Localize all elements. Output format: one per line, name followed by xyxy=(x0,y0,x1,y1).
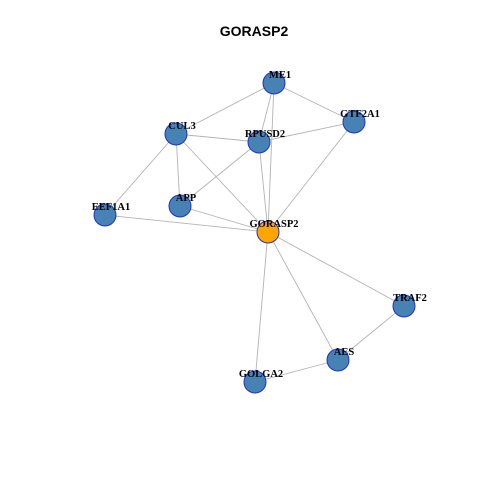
node-label-traf2: TRAF2 xyxy=(393,293,427,304)
edge-me1-cul3 xyxy=(175,82,275,135)
node-golga2 xyxy=(243,370,267,394)
node-label-gorasp2: GORASP2 xyxy=(249,219,298,230)
node-traf2 xyxy=(392,294,416,318)
edge-cul3-rpusd2 xyxy=(175,133,260,143)
edge-gorasp2-golga2 xyxy=(254,231,269,383)
node-label-cul3: CUL3 xyxy=(168,121,195,132)
node-label-golga2: GOLGA2 xyxy=(239,369,283,380)
node-aes xyxy=(326,348,350,372)
edge-gorasp2-aes xyxy=(267,231,339,361)
edge-cul3-app xyxy=(175,133,181,207)
edge-layer xyxy=(104,82,405,383)
diagram-title: GORASP2 xyxy=(220,23,289,39)
edge-eef1a1-gorasp2 xyxy=(104,214,269,233)
edge-rpusd2-gtf2a1 xyxy=(258,121,355,143)
node-layer xyxy=(93,71,416,394)
edge-gtf2a1-gorasp2 xyxy=(267,121,355,233)
node-label-eef1a1: EEF1A1 xyxy=(92,202,131,213)
edge-app-gorasp2 xyxy=(179,205,269,233)
node-label-gtf2a1: GTF2A1 xyxy=(340,109,380,120)
node-label-app: APP xyxy=(176,193,197,204)
edge-me1-gorasp2 xyxy=(267,82,275,233)
edge-traf2-aes xyxy=(337,305,405,361)
node-gorasp2 xyxy=(256,220,280,244)
node-me1 xyxy=(262,71,286,95)
edge-cul3-gorasp2 xyxy=(175,133,269,233)
node-eef1a1 xyxy=(93,203,117,227)
node-label-aes: AES xyxy=(334,347,355,358)
edge-rpusd2-app xyxy=(179,141,260,207)
edge-cul3-eef1a1 xyxy=(104,133,177,216)
edge-gorasp2-traf2 xyxy=(267,231,405,307)
node-gtf2a1 xyxy=(342,110,366,134)
edge-rpusd2-gorasp2 xyxy=(258,141,269,233)
node-app xyxy=(168,194,192,218)
edge-aes-golga2 xyxy=(254,359,339,383)
node-cul3 xyxy=(164,122,188,146)
node-rpusd2 xyxy=(247,130,271,154)
node-label-rpusd2: RPUSD2 xyxy=(245,129,285,140)
edge-me1-gtf2a1 xyxy=(273,82,355,123)
node-label-me1: ME1 xyxy=(269,70,291,81)
